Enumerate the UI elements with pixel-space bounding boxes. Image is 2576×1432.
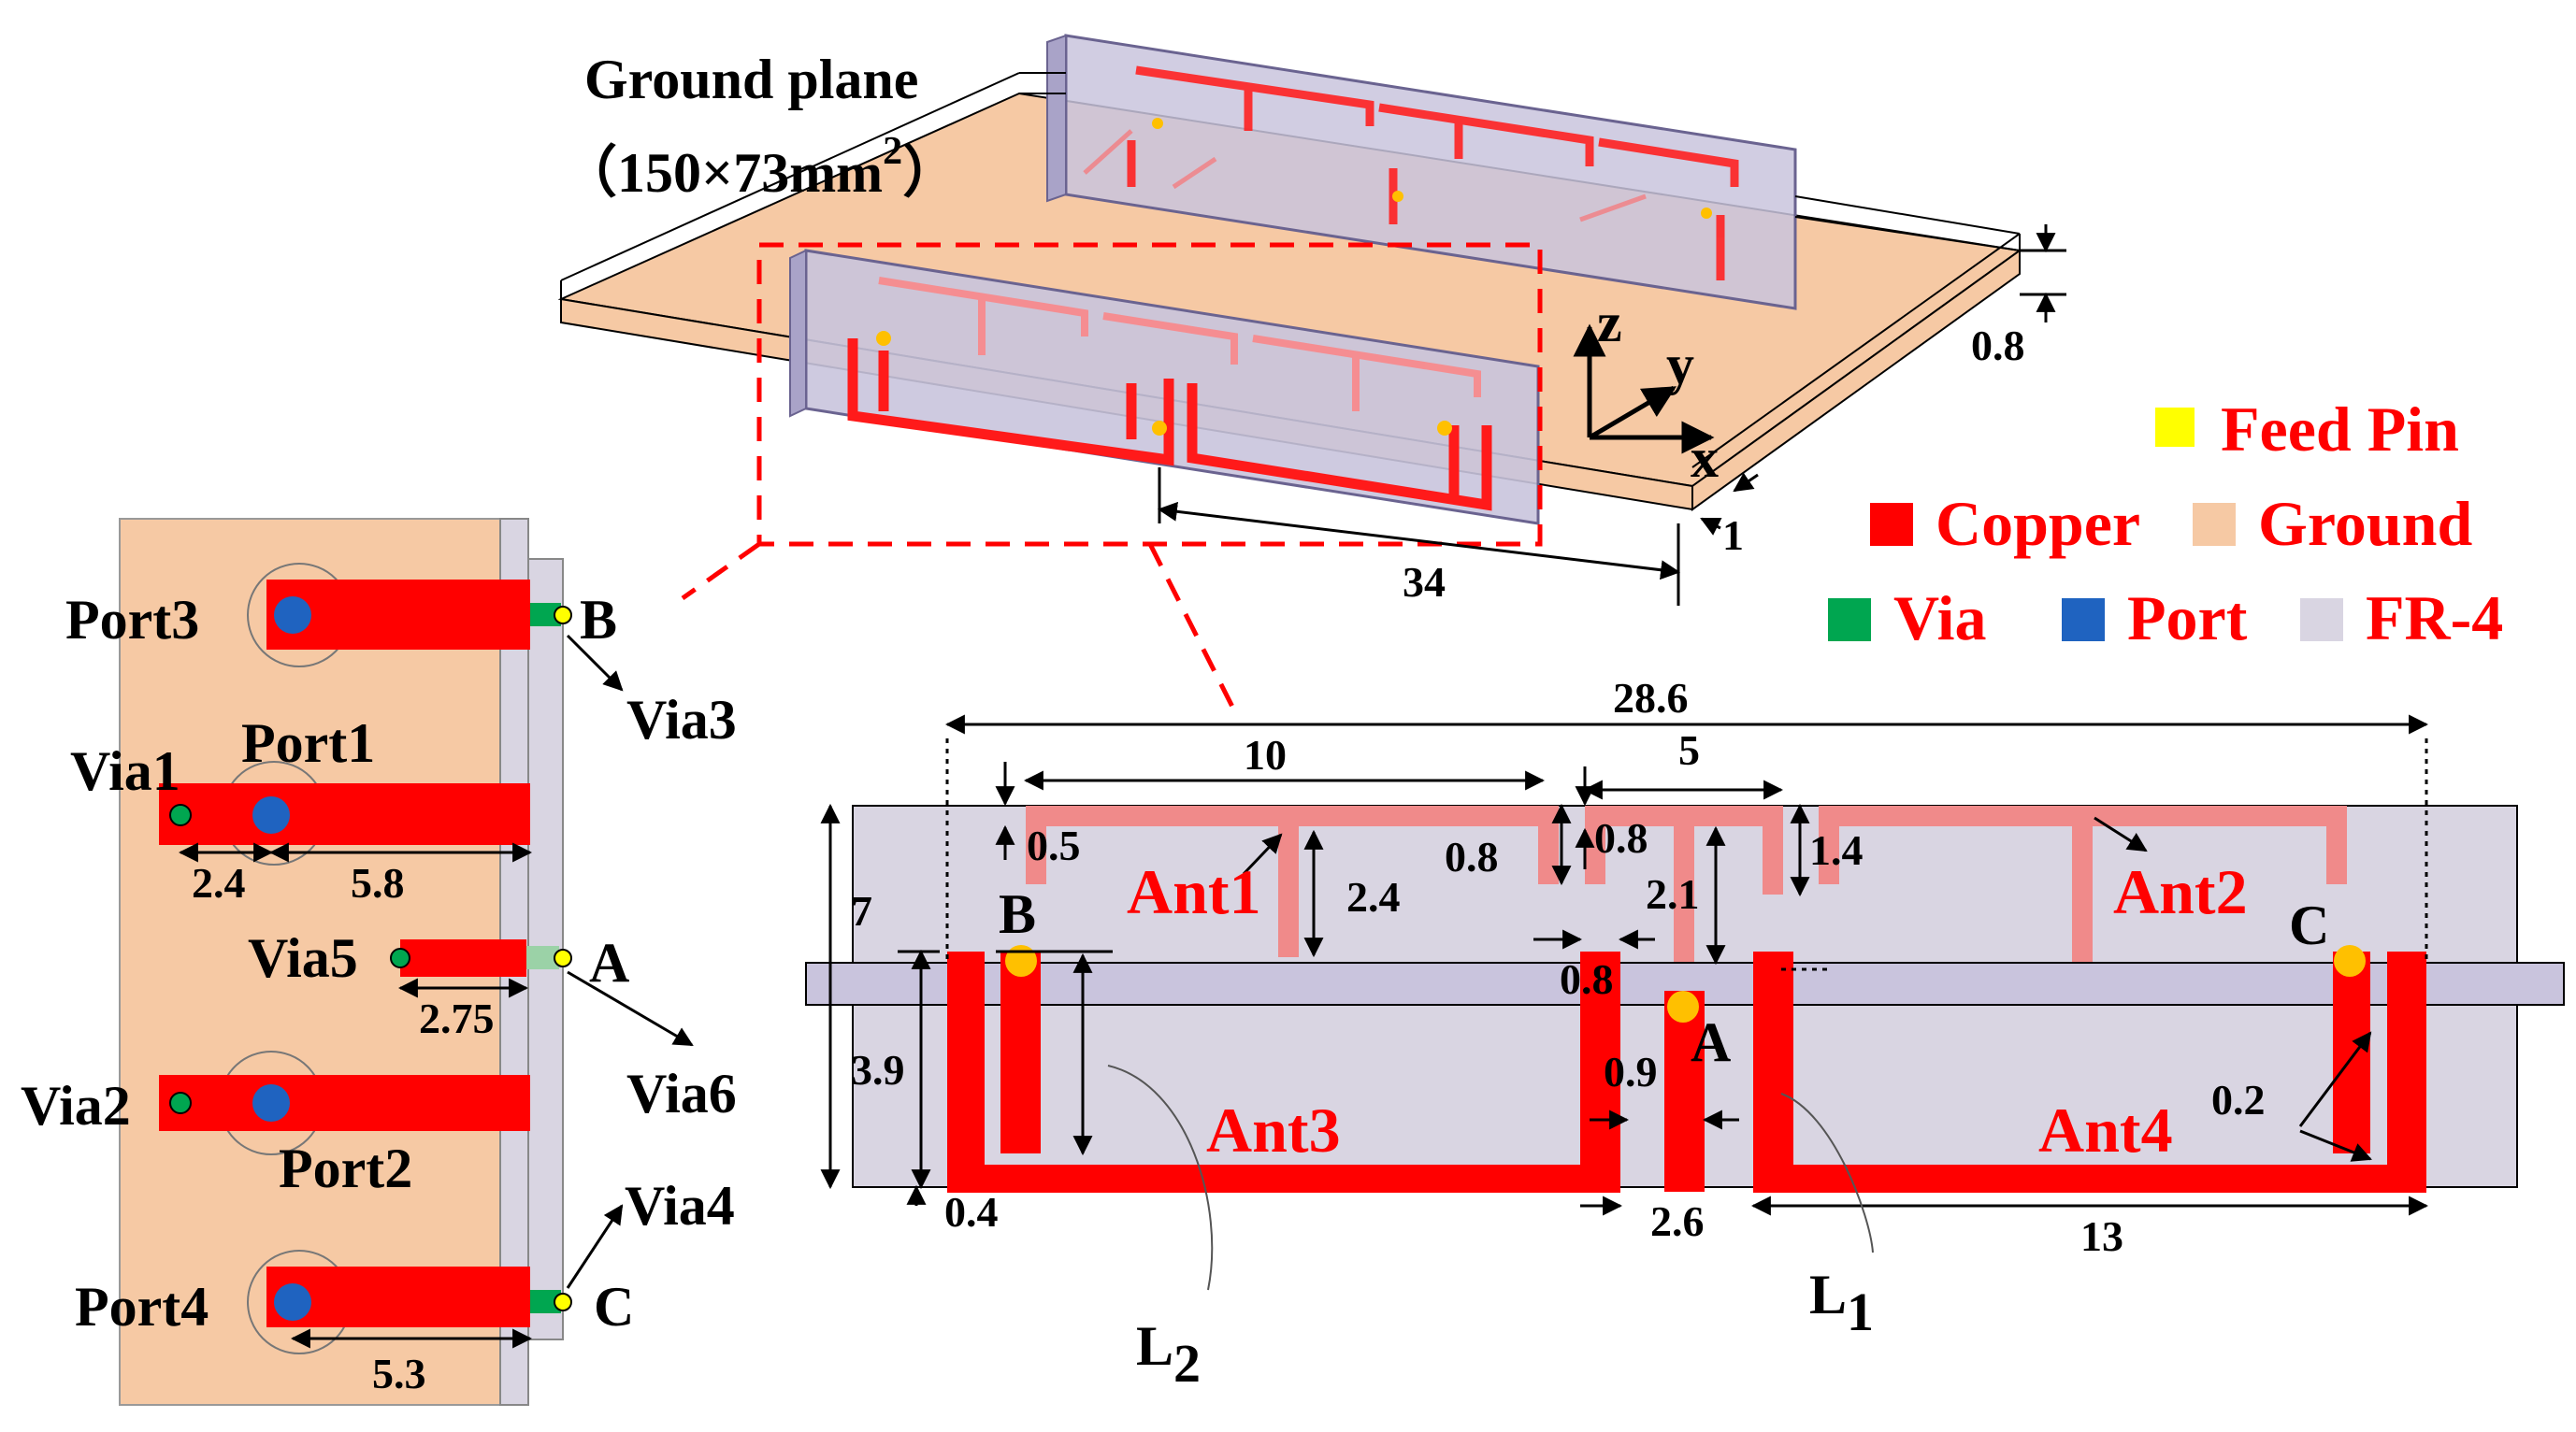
dim-1-4: 1.4: [1809, 826, 1864, 874]
dim-side-2-4: 2.4: [192, 859, 246, 907]
back-copper-traces: [1127, 65, 1739, 280]
label-port3: Port3: [65, 589, 199, 651]
port3-dot: [274, 596, 311, 634]
feed-pin-swatch: [2155, 408, 2195, 447]
port4-dot: [274, 1283, 311, 1321]
legend-fr4: FR-4: [2366, 582, 2503, 653]
dim-thickness: 0.8: [1971, 322, 2025, 369]
point-c-label: C: [2289, 895, 2329, 956]
ant4-label: Ant4: [2038, 1095, 2173, 1166]
port3-row: [247, 563, 572, 667]
feed-point-c: [2334, 945, 2366, 977]
point-b-label: B: [999, 883, 1036, 945]
dim-3-9: 3.9: [851, 1046, 905, 1094]
ground-swatch: [2193, 503, 2236, 546]
upper-pink-traces: [1026, 806, 2347, 962]
feed-point-b: [1005, 945, 1037, 977]
port-swatch: [2062, 598, 2105, 641]
dim-0-8-c: 0.8: [1560, 955, 1614, 1003]
front-view: Ant1 Ant2 Ant3 Ant4 B A C L2 L1 28.6 10 …: [805, 674, 2565, 1394]
port2-row: [159, 1051, 530, 1155]
label-port1: Port1: [241, 712, 375, 774]
dim-side-5-3: 5.3: [372, 1350, 426, 1397]
coordinate-axes: [1573, 323, 1715, 454]
board-outline: [560, 72, 2021, 468]
fr4-swatch: [2300, 598, 2343, 641]
dim-side-2-75: 2.75: [419, 995, 495, 1042]
label-via6: Via6: [626, 1063, 737, 1124]
back-fr4-strip-side: [1046, 34, 1067, 203]
legend: Feed Pin Copper Ground Via Port FR-4: [1828, 394, 2503, 653]
dim-0-8-b: 0.8: [1594, 814, 1648, 862]
dim-0-4: 0.4: [944, 1188, 999, 1236]
dim-0-2: 0.2: [2211, 1076, 2266, 1124]
axis-x-label: x: [1691, 427, 1719, 489]
ground-plane-size: （150×73mm2）: [561, 130, 958, 204]
l2-label: L2: [1136, 1315, 1201, 1394]
ant3-label: Ant3: [1206, 1095, 1341, 1166]
point-a-label: A: [1691, 1011, 1731, 1073]
l1-label: L1: [1809, 1264, 1874, 1342]
label-port2: Port2: [279, 1138, 412, 1199]
port1-dot: [252, 796, 290, 834]
port1-row: [159, 761, 530, 866]
ant1-label: Ant1: [1127, 856, 1261, 927]
label-via3: Via3: [626, 689, 737, 751]
ground-plane-side: [1691, 249, 2021, 511]
copper-swatch: [1870, 503, 1913, 546]
front-copper-traces: [847, 338, 1492, 511]
dim-edge: 1: [1722, 511, 1744, 559]
via-swatch: [1828, 598, 1871, 641]
front-fr4-strip-side: [789, 249, 807, 418]
legend-via: Via: [1893, 582, 1986, 653]
dim-width: 34: [1403, 558, 1446, 606]
legend-port: Port: [2127, 582, 2248, 653]
label-point-a-side: A: [589, 932, 629, 994]
ant2-label: Ant2: [2113, 856, 2248, 927]
dim-13: 13: [2080, 1212, 2123, 1260]
via1-dot: [169, 804, 192, 826]
label-point-b-side: B: [580, 589, 617, 651]
ground-plane-title: Ground plane: [584, 49, 918, 110]
feed-point-a: [1667, 991, 1699, 1023]
via5-row: [390, 939, 572, 977]
dim-2-6: 2.6: [1650, 1197, 1705, 1245]
lower-copper-traces: [947, 952, 2426, 1193]
dim-10: 10: [1244, 731, 1287, 779]
dim-2-1: 2.1: [1646, 870, 1700, 918]
dim-2-4: 2.4: [1346, 873, 1401, 921]
dim-0-8-a: 0.8: [1445, 833, 1499, 881]
zoom-line-left: [681, 541, 761, 601]
label-via2: Via2: [21, 1075, 131, 1137]
zoom-box: [756, 242, 1543, 547]
dim-7: 7: [851, 887, 872, 935]
side-view: 2.4 5.8 2.75 5.3 Port3 B Via3 Port1 Via1…: [21, 518, 737, 1406]
dim-0-5: 0.5: [1027, 822, 1081, 869]
dim-28-6: 28.6: [1613, 674, 1689, 722]
port4-row: [247, 1250, 572, 1354]
axis-y-label: y: [1666, 334, 1694, 395]
label-via5: Via5: [248, 927, 358, 989]
dim-5: 5: [1678, 726, 1700, 774]
dim-0-9: 0.9: [1604, 1048, 1658, 1095]
legend-feed-pin: Feed Pin: [2221, 394, 2459, 465]
legend-copper: Copper: [1936, 488, 2140, 559]
label-port4: Port4: [75, 1276, 209, 1338]
port2-dot: [252, 1084, 290, 1122]
label-via4: Via4: [625, 1175, 735, 1237]
view-3d: z y x Ground plane （150×73mm2） 0.8 1 34: [557, 34, 2066, 712]
legend-ground: Ground: [2258, 488, 2472, 559]
label-point-c-side: C: [594, 1276, 634, 1338]
via2-dot: [169, 1092, 192, 1114]
axis-z-label: z: [1597, 292, 1622, 353]
label-via1: Via1: [70, 740, 180, 802]
dim-side-5-8: 5.8: [351, 859, 405, 907]
zoom-line-right: [1147, 542, 1237, 712]
